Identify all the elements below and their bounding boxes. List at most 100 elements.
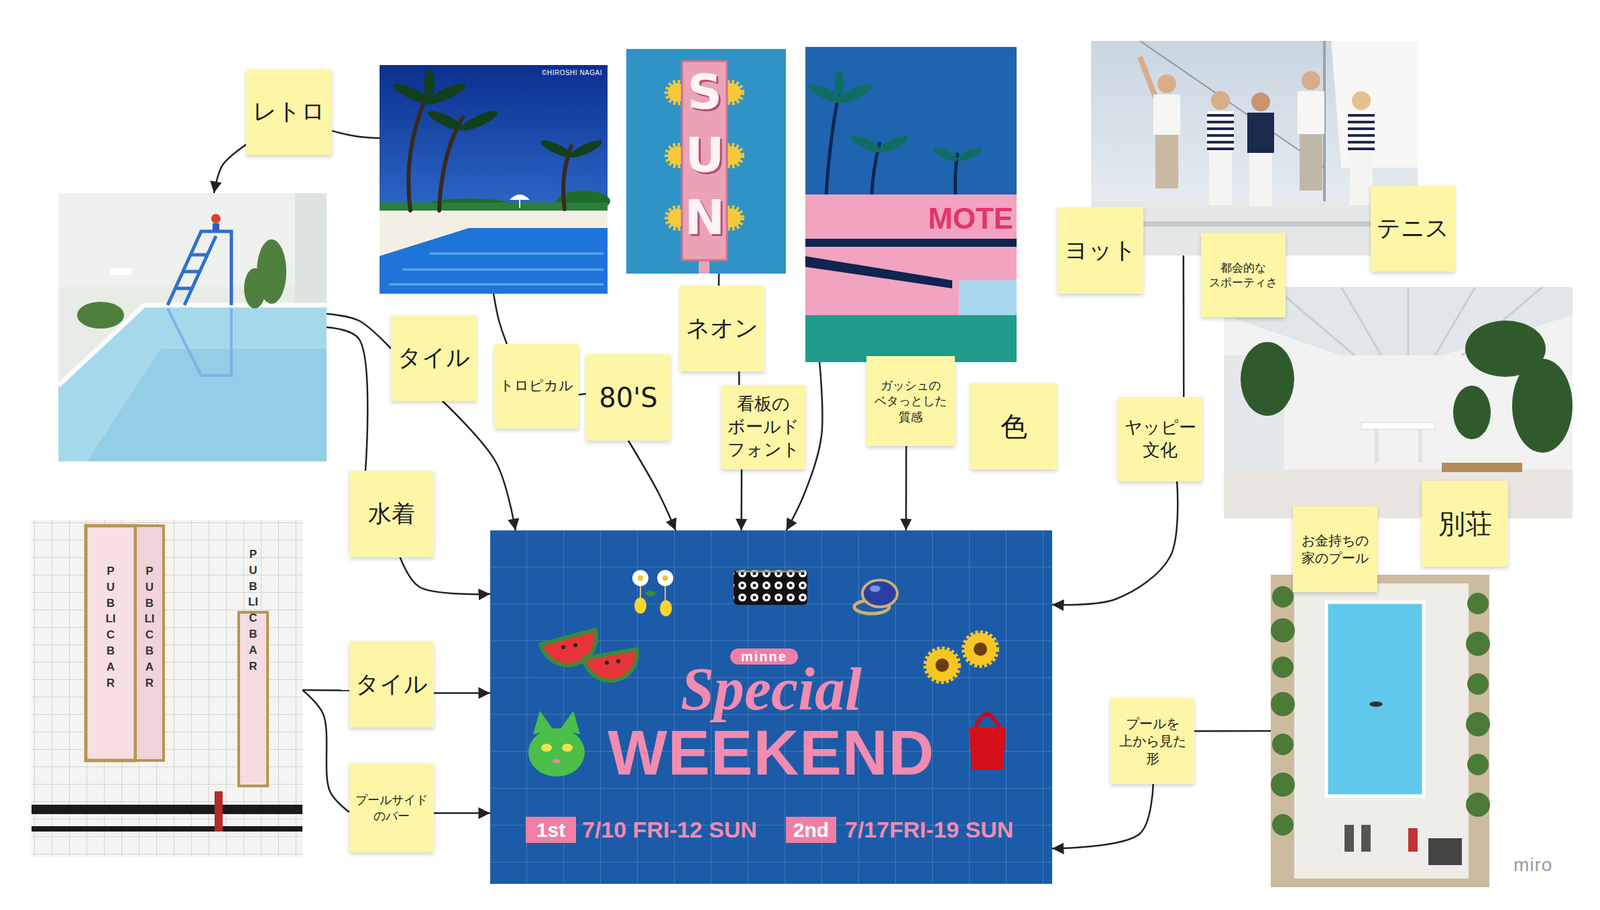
sun-text: SUN: [680, 61, 729, 250]
terrace-photo-part: [1223, 469, 1573, 519]
public-bar-photo-part: [31, 826, 303, 832]
earring-item-part: [662, 575, 668, 581]
sticky-note: プールサイド のバー: [349, 763, 434, 853]
retro-pool-photo: [58, 193, 327, 462]
tropical-pool-illustration-part-part: [408, 90, 430, 211]
watermelon-item-part-part: [604, 660, 609, 665]
terrace-photo-part: [1223, 355, 1285, 477]
public-bar-photo-part: [31, 804, 303, 815]
tropical-pool-illustration-part: [379, 202, 608, 211]
tropical-pool-illustration-part-part: [388, 283, 604, 286]
terrace-photo-part-part: [1274, 287, 1355, 356]
red-bag-item: [968, 714, 1006, 770]
text-holder: SUN: [679, 61, 731, 250]
yacht-photo-part-part: [1211, 91, 1230, 110]
tropical-pool-illustration-part: [379, 210, 608, 257]
sticky-text: 水着: [354, 498, 429, 530]
yacht-photo-part-part: [1155, 134, 1179, 189]
connector: [400, 557, 491, 595]
aerial-pool-photo-part-part: [1467, 592, 1489, 615]
text-holder: WEEKEND: [490, 721, 1053, 785]
earring-item: [632, 569, 674, 617]
motel-poster-part: [805, 238, 1017, 247]
sticky-note: ガッシュの ベタっとした 質感: [866, 356, 955, 446]
aerial-pool-photo-part: [1344, 824, 1354, 852]
terrace-photo-part-part: [1453, 385, 1491, 440]
terrace-photo: [1223, 287, 1573, 519]
tropical-pool-illustration-part-part: [538, 137, 575, 161]
connector: [1052, 783, 1154, 849]
terrace-photo-part-part: [1435, 287, 1476, 356]
aerial-pool-photo-part-part: [1270, 692, 1295, 717]
text-holder: PUBLIC BAR: [238, 546, 268, 674]
connector: [493, 293, 507, 345]
tropical-pool-illustration-part: [519, 199, 521, 208]
aerial-pool-photo-part-part: [1467, 753, 1489, 776]
connector: [326, 313, 391, 349]
motel-poster: [805, 46, 1017, 363]
connector: [578, 393, 587, 395]
cat-item-part: [561, 743, 573, 752]
cat-item-part: [541, 743, 552, 752]
connector: [905, 445, 908, 531]
public-bar-photo-part: [135, 525, 164, 761]
text-holder: 1st: [525, 816, 577, 843]
connector: [718, 273, 721, 286]
yacht-photo-part-part: [1349, 151, 1373, 206]
text-holder: タイル: [354, 669, 429, 701]
yacht-photo-part: [1139, 56, 1375, 207]
tropical-pool-illustration-part: [379, 227, 608, 294]
sticky-note: 色: [970, 382, 1057, 470]
tropical-pool-illustration-part: [388, 253, 604, 285]
retro-pool-picture-part: [58, 305, 327, 462]
sunflower-item-part: [935, 658, 949, 672]
special-text: Special: [490, 659, 1053, 720]
watermelon-item-part: [561, 643, 621, 665]
aerial-pool-photo-part: [1270, 574, 1490, 888]
watermark-label: miro: [1513, 854, 1553, 876]
sunflower-item-part: [926, 649, 959, 682]
public-bar-photo: PUBLIC BARPUBLIC BARPUBLIC BAR: [31, 519, 303, 857]
sunflower-item-part: [973, 642, 988, 656]
terrace-photo-part: [1418, 429, 1423, 463]
tropical-pool-illustration-part-part: [424, 79, 469, 108]
terrace-photo: [1223, 287, 1573, 519]
aerial-pool-photo-part-part: [1467, 673, 1489, 695]
wm-text: ©HIROSHI NAGAI: [531, 69, 603, 77]
sun-sign-poster: SUN: [626, 48, 786, 274]
text-holder: 7/10 FRI-12 SUN: [582, 814, 758, 845]
tropical-pool-illustration-part: [509, 194, 530, 200]
sticky-note: レトロ: [246, 69, 332, 155]
yacht-photo-part-part: [1139, 56, 1157, 101]
tropical-pool-illustration-part: [429, 190, 611, 212]
earring-item-part: [659, 600, 672, 617]
earring-item-part: [634, 597, 647, 614]
tropical-pool-illustration-part: [379, 65, 608, 294]
sticky-text: ヤッピー 文化: [1123, 416, 1197, 463]
watermelon-item-part-part: [561, 645, 566, 650]
sun-sign-poster-part: [626, 48, 786, 274]
aerial-pool-photo-part-part: [1465, 792, 1491, 817]
pb-text: PUBLIC BAR: [144, 563, 156, 691]
date-text: 7/10 FRI-12 SUN: [582, 814, 758, 845]
retro-pool-picture-part-part: [167, 231, 232, 306]
retro-pool-picture: [58, 193, 327, 462]
tropical-pool-illustration-part-part: [425, 107, 467, 135]
sun-sign-poster-part-part: [722, 83, 741, 102]
cat-item-part: [533, 710, 554, 735]
sticky-note: お金持ちの 家のプール: [1292, 506, 1378, 593]
text-holder: ©HIROSHI NAGAI: [531, 69, 603, 77]
text-holder: お金持ちの 家のプール: [1298, 531, 1373, 567]
ring-item: [854, 580, 898, 614]
terrace-photo-part-part: [1240, 341, 1295, 416]
label-holder: miro: [1513, 854, 1553, 876]
sticky-note: 別荘: [1421, 480, 1509, 567]
retro-pool-picture-part: [110, 268, 133, 275]
yacht-photo-part-part: [1207, 111, 1234, 152]
sticky-note: タイル: [390, 315, 477, 402]
earring-item-part: [645, 590, 656, 597]
text-holder: トロピカル: [499, 376, 574, 395]
public-bar-photo: [31, 519, 303, 857]
cat-item: [528, 710, 585, 777]
